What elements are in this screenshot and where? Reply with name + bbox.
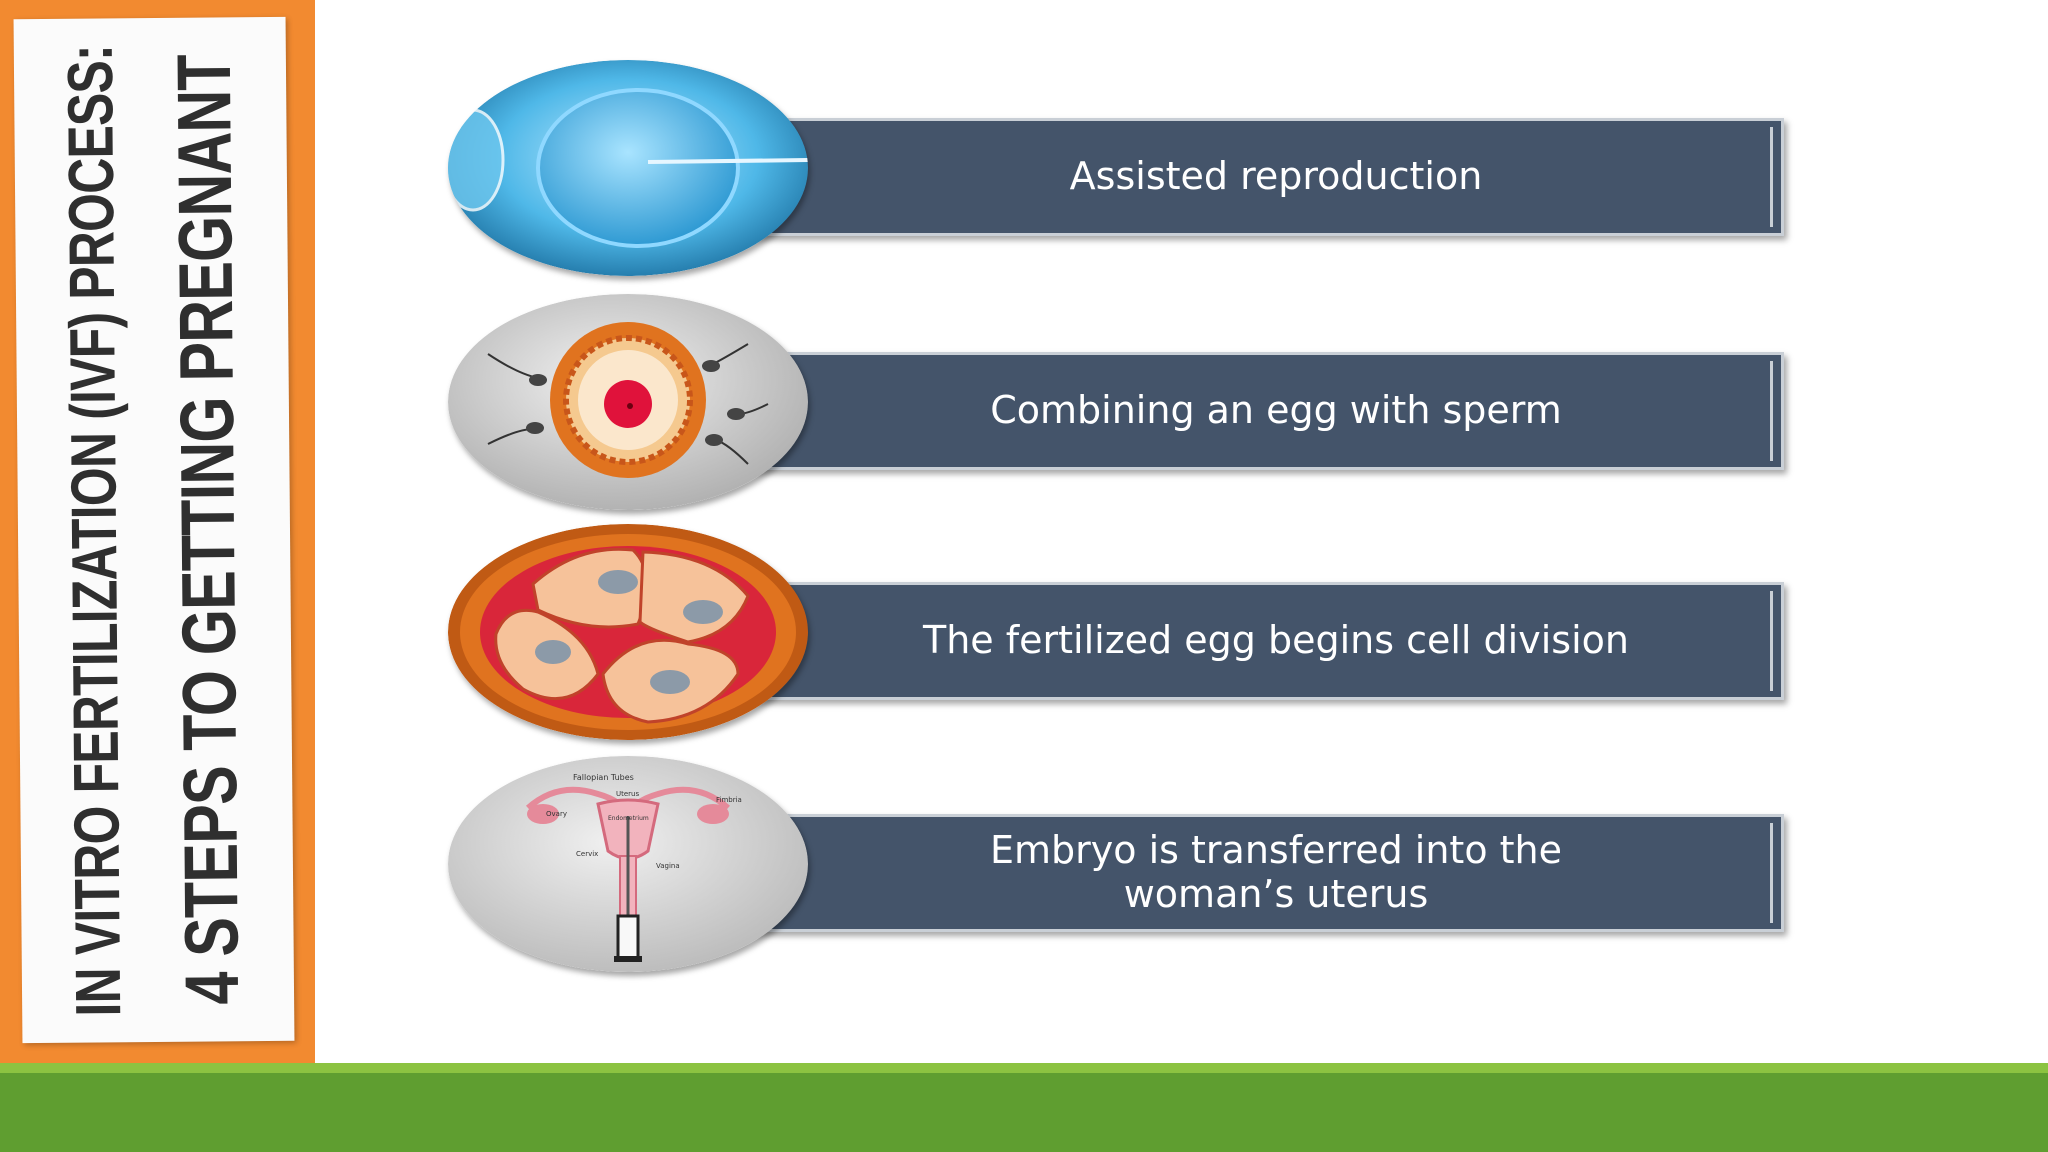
label-fimbria: Fimbria [716,796,742,804]
title-line-1: IN VITRO FERTILIZATION (IVF) PROCESS: [53,44,135,1017]
title-panel: IN VITRO FERTILIZATION (IVF) PROCESS: 4 … [0,0,315,1063]
step-3-bar: The fertilized egg begins cell division [748,582,1784,700]
label-ovary: Ovary [546,810,567,818]
step-1-label: Assisted reproduction [1069,154,1483,199]
egg-sperm-icon [448,294,808,510]
uterus-transfer-icon: Fallopian Tubes Uterus Fimbria Ovary End… [448,756,808,972]
label-uterus: Uterus [616,790,639,798]
step-4-label: Embryo is transferred into the woman’s u… [989,828,1563,916]
label-cervix: Cervix [576,850,598,858]
step-2: Combining an egg with sperm [448,294,1788,514]
step-3-label: The fertilized egg begins cell division [923,618,1629,663]
step-2-label: Combining an egg with sperm [990,388,1562,433]
title-block: IN VITRO FERTILIZATION (IVF) PROCESS: 4 … [35,29,274,1031]
label-fallopian: Fallopian Tubes [573,773,634,782]
step-1: Assisted reproduction [448,60,1788,280]
title-card: IN VITRO FERTILIZATION (IVF) PROCESS: 4 … [13,16,295,1044]
footer-band [0,1063,2048,1152]
cell-division-icon [448,524,808,740]
step-2-bar: Combining an egg with sperm [748,352,1784,470]
label-vagina: Vagina [656,862,680,870]
step-4-bar: Embryo is transferred into the woman’s u… [748,814,1784,932]
title-line-2: 4 STEPS TO GETTING PREGNANT [161,54,256,1005]
label-endometrium: Endometrium [608,815,649,822]
step-4: Fallopian Tubes Uterus Fimbria Ovary End… [448,756,1788,976]
egg-injection-icon [448,60,808,276]
step-1-bar: Assisted reproduction [748,118,1784,236]
step-3: The fertilized egg begins cell division [448,524,1788,744]
